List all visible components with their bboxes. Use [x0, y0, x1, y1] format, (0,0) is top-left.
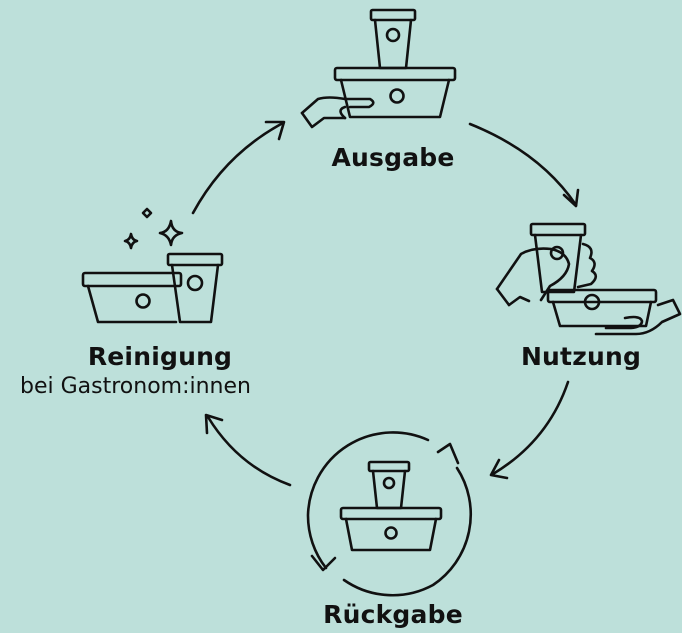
step-label-rueckgabe: Rückgabe	[323, 600, 463, 629]
cycle-arrows	[191, 120, 580, 487]
arrow-reinigung-to-ausgabe	[191, 121, 285, 215]
step-label-reinigung: Reinigung	[87, 342, 233, 371]
arrow-ausgabe-to-nutzung	[468, 122, 578, 207]
step-sublabel-reinigung: bei Gastronom:innen	[20, 374, 251, 399]
arrow-nutzung-to-rueckgabe	[491, 380, 570, 476]
hands-using-container-and-cup-icon	[495, 222, 682, 336]
step-label-ausgabe: Ausgabe	[331, 143, 455, 172]
sparkling-clean-container-icon	[81, 207, 224, 324]
return-cycle-container-icon	[306, 431, 473, 597]
step-label-nutzung: Nutzung	[520, 342, 642, 371]
arrow-rueckgabe-to-reinigung	[206, 415, 292, 487]
hand-holding-container-and-cup-icon	[300, 8, 457, 129]
